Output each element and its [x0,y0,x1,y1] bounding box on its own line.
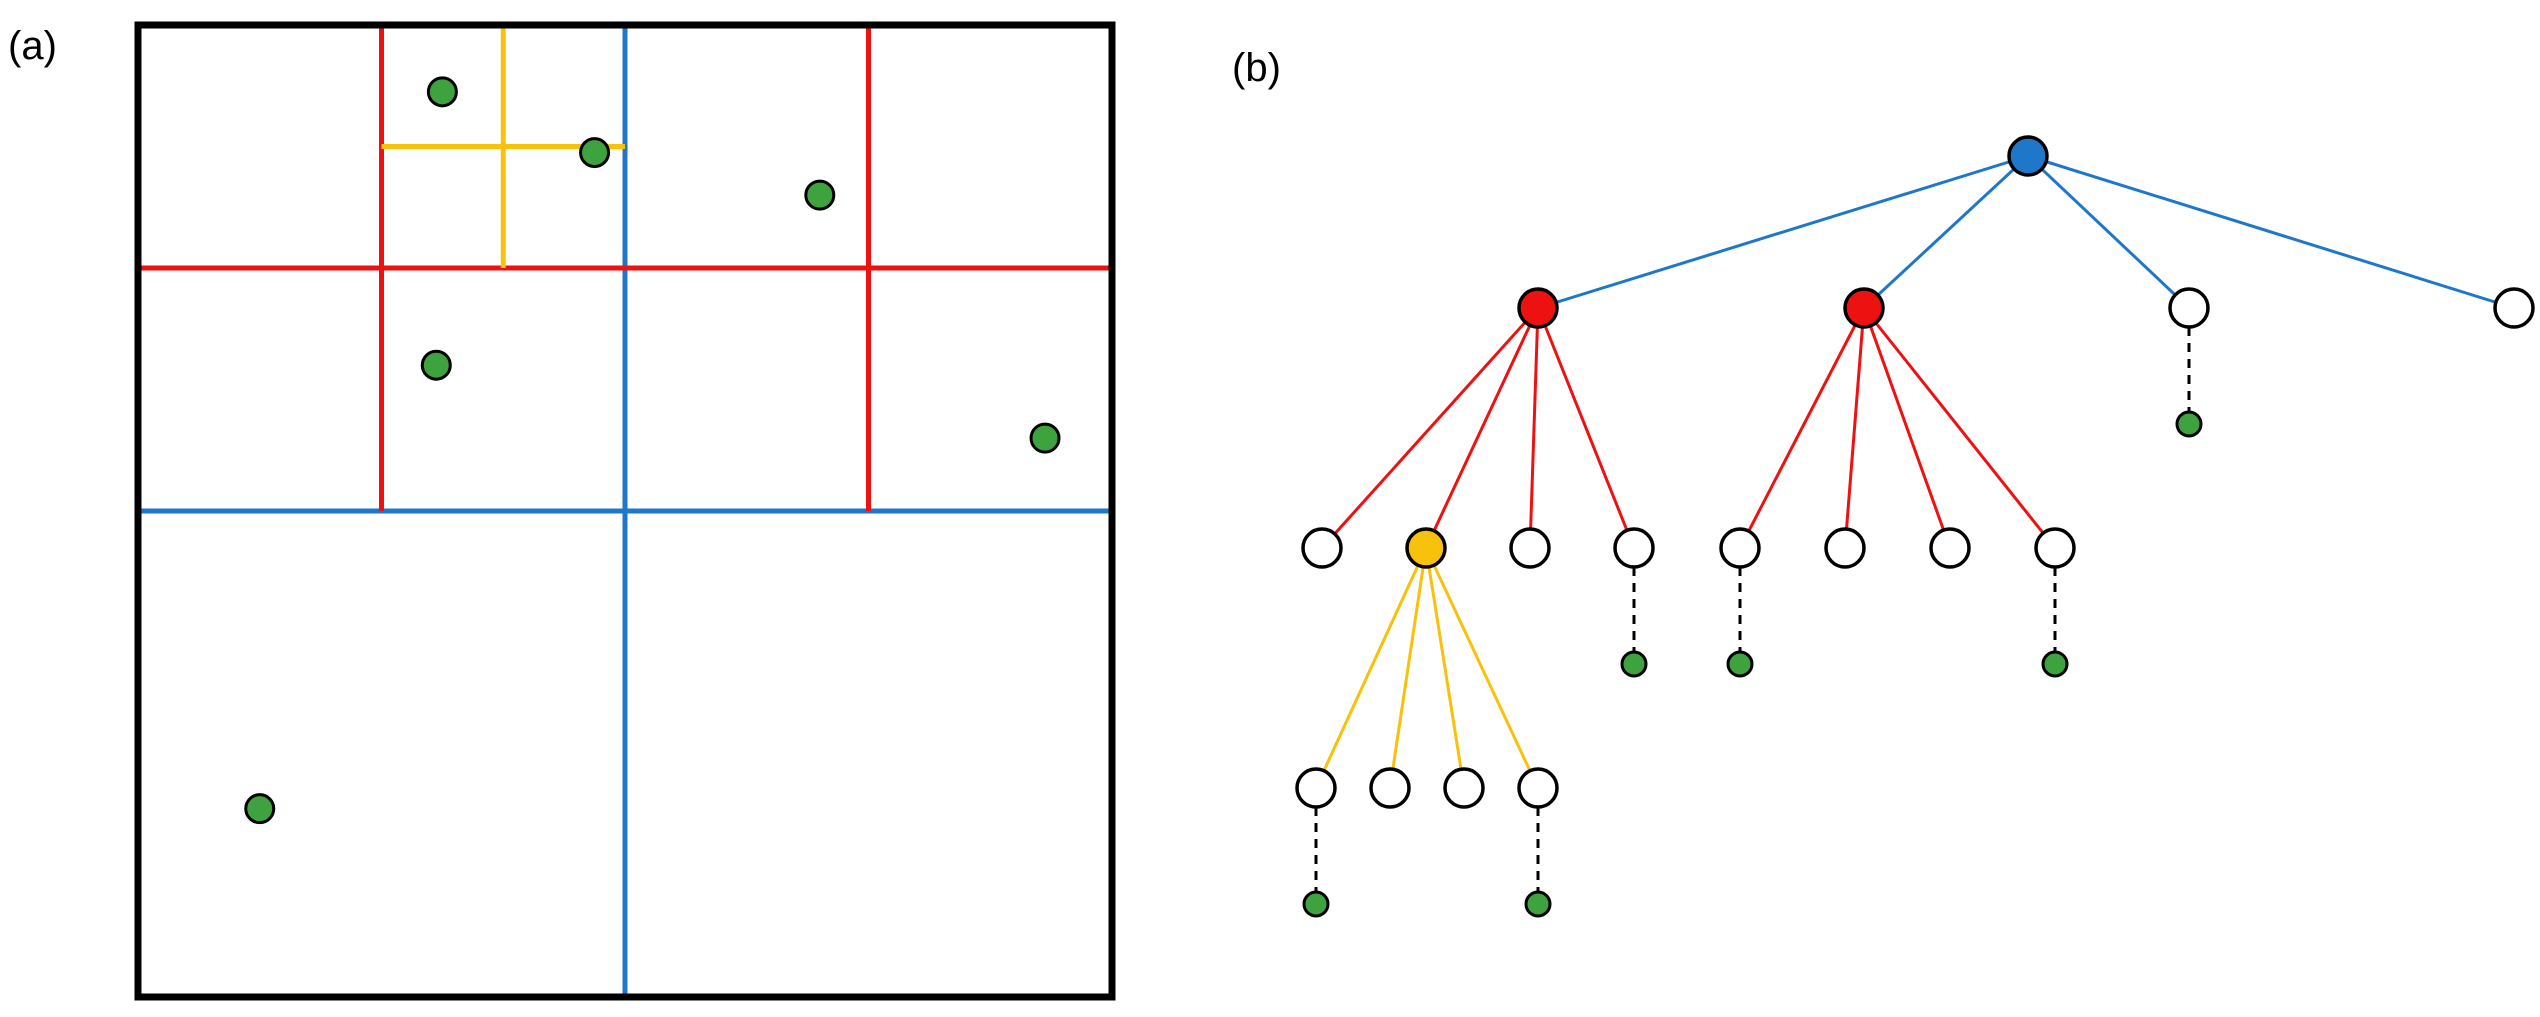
tree-edge [1388,547,1428,789]
tree-node-n1b4 [1517,767,1559,809]
tree-edge [1424,307,1540,549]
tree-node-n2 [1843,287,1885,329]
leaf-data-point [1302,890,1330,918]
leaf-data-point [1524,890,1552,918]
data-point [244,793,276,825]
leaf-data-point [1726,650,1754,678]
tree-node-n1b1 [1295,767,1337,809]
domain-border [134,21,1116,1001]
tree-node-n1d [1613,527,1655,569]
tree-node-n2b [1824,527,1866,569]
quadtree-spatial-panel [134,21,1116,1001]
tree-node-n1a [1301,527,1343,569]
data-point [426,76,458,108]
tree-node-n2d [2034,527,2076,569]
tree-edge [1424,547,1540,789]
tree-node-n1b2 [1369,767,1411,809]
tree-edge [1320,306,1540,550]
tree-node-n4 [2493,287,2535,329]
panel-label-a: (a) [8,24,57,68]
quadtree-tree-panel [1295,135,2535,918]
tree-edge [2026,154,2191,310]
tree-edge [1862,154,2030,310]
data-point [1029,422,1061,454]
data-point [420,349,452,381]
leaf-data-point [2041,650,2069,678]
tree-node-n2c [1929,527,1971,569]
tree-edge [1536,307,1636,549]
tree-edge [1528,307,1540,549]
tree-edge [1314,547,1428,789]
tree-edge [1738,307,1866,549]
tree-edge [1843,307,1866,549]
leaf-data-point [2175,410,2203,438]
tree-edge [2027,154,2515,310]
tree-node-n1 [1517,287,1559,329]
tree-node-n3 [2168,287,2210,329]
tree-node-root [2007,135,2049,177]
leaf-data-point [1620,650,1648,678]
tree-node-n1c [1509,527,1551,569]
panel-label-b: (b) [1232,46,1281,90]
tree-edge [1862,307,2057,549]
tree-edge [1537,154,2029,310]
data-point [804,179,836,211]
tree-edge [1424,547,1466,789]
tree-node-n2a [1719,527,1761,569]
tree-edge [1862,307,1952,549]
tree-node-n1b [1405,527,1447,569]
data-point [579,137,611,169]
tree-node-n1b3 [1443,767,1485,809]
